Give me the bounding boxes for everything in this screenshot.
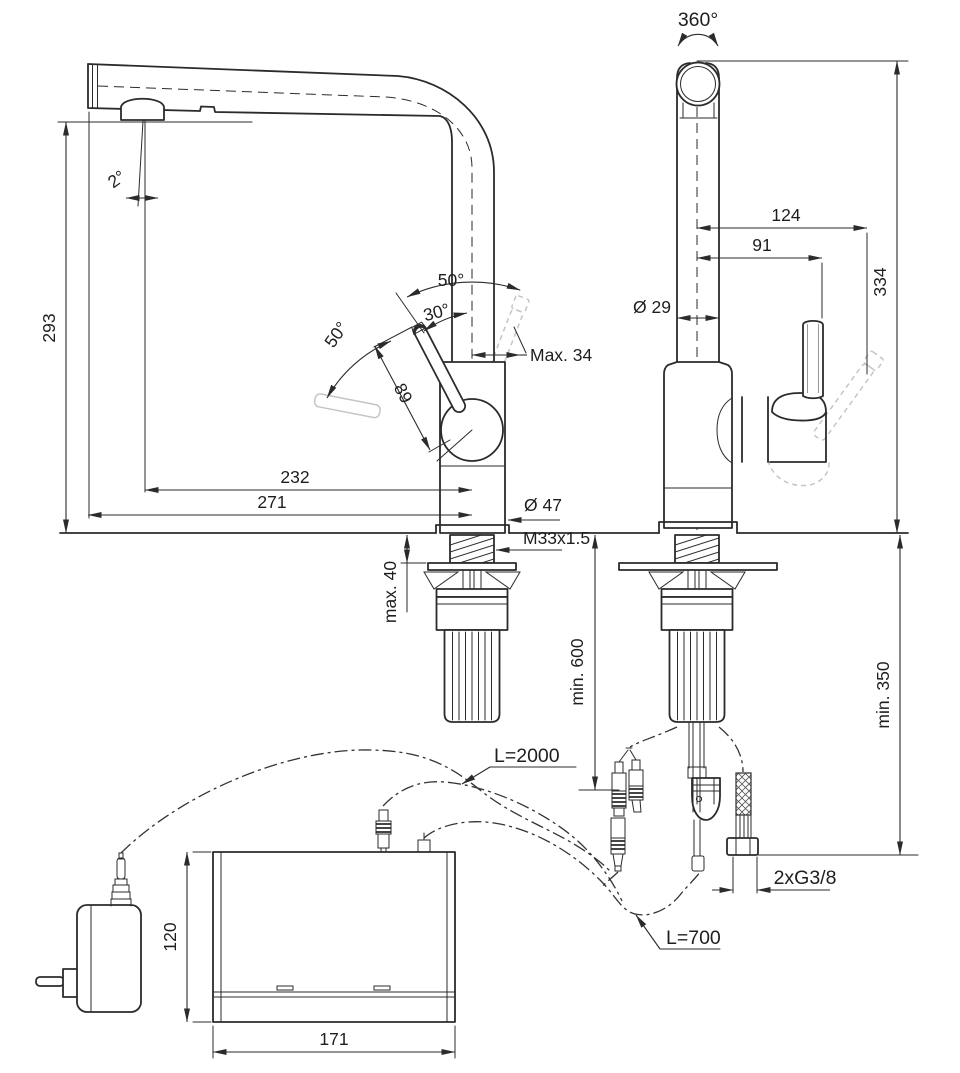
dim-91-label: 91 (752, 235, 771, 255)
mounting-flange-front (618, 562, 778, 571)
dim-50top-label: 50° (438, 270, 464, 290)
dim-120-label: 120 (160, 922, 180, 951)
mounting-assembly-front (578, 534, 919, 894)
leader-labels (461, 766, 721, 950)
box-signal-jack-icon (417, 832, 431, 853)
spout-ring-outer (675, 61, 721, 107)
connector-c-icon (610, 817, 626, 872)
dim-max34-label: Max. 34 (530, 345, 593, 365)
handle-lever-front (802, 319, 824, 400)
side-view-faucet (57, 63, 562, 613)
power-cable-l2000 (120, 749, 612, 873)
handle-skirt (771, 392, 827, 422)
dim-124-label: 124 (771, 205, 800, 225)
supply-hose-g38 (718, 726, 759, 856)
signal-cable (382, 781, 623, 902)
dim-m33-label: M33x1.5 (523, 528, 590, 548)
dim-171-label: 171 (319, 1029, 348, 1049)
handle-assembly-front (741, 319, 827, 463)
spout-tip-cap (92, 63, 98, 109)
arc-50-left (326, 340, 392, 399)
dim-232-label: 232 (280, 467, 309, 487)
dim-dia29-label: Ø 29 (633, 297, 671, 317)
faucet-body-front (663, 361, 733, 529)
spout-ring-inner (680, 66, 716, 102)
hose-l700 (423, 821, 701, 916)
dim-334-label: 334 (870, 267, 890, 296)
mounting-assembly-side (423, 534, 521, 723)
dim-min600-label: min. 600 (567, 638, 587, 705)
label-l700: L=700 (666, 927, 721, 949)
front-view-faucet (658, 32, 909, 534)
cable-routing (120, 749, 701, 916)
base-plinth-front (658, 521, 738, 534)
connector-a-icon (611, 761, 627, 817)
dim-max40-label: max. 40 (380, 561, 400, 624)
feed-tube-and-clip (687, 722, 721, 872)
spout-centerline (97, 85, 473, 530)
label-l2000: L=2000 (494, 745, 560, 767)
connector-b-icon (628, 759, 644, 813)
spout-bottom-edge (87, 63, 453, 365)
g38-hex-nut (726, 837, 759, 856)
spout-top-edge (87, 63, 495, 365)
handle-lever-side (411, 321, 466, 413)
adapter-body (76, 904, 142, 1013)
arc-30 (423, 312, 468, 332)
dim-dia47-label: Ø 47 (524, 495, 562, 515)
hose-end-tip (691, 855, 705, 872)
control-box (184, 809, 456, 1059)
cable-connectors (610, 726, 678, 872)
dim-293-label: 293 (39, 313, 59, 342)
label-2xg38: 2xG3/8 (774, 867, 837, 889)
power-adapter (35, 852, 142, 1013)
dim-271-label: 271 (257, 492, 286, 512)
mounting-flange (427, 562, 517, 571)
aerator-outlet (120, 97, 165, 121)
box-power-jack-icon (375, 809, 392, 853)
dim-min350-label: min. 350 (873, 661, 893, 728)
arc-50-top (406, 281, 521, 298)
base-plinth-side (435, 524, 510, 534)
swivel-arrow-icon (677, 32, 719, 47)
dim-360-label: 360° (678, 9, 718, 31)
